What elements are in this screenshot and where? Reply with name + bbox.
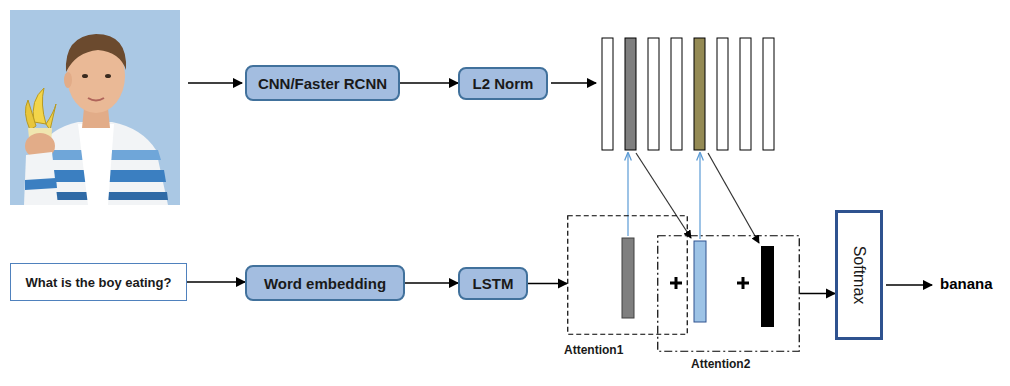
flow-arrow	[187, 281, 245, 283]
box-label: Softmax	[850, 246, 868, 305]
box-label: LSTM	[473, 275, 514, 292]
attended-vector	[761, 246, 774, 327]
feature-arrow	[551, 82, 596, 84]
group-label: Attention1	[564, 343, 623, 357]
attention-group: Attention2	[657, 235, 800, 352]
output-arrow	[886, 284, 932, 286]
group-label: Attention2	[691, 357, 750, 371]
process-box: Word embedding	[245, 265, 405, 301]
process-box: L2 Norm	[458, 67, 548, 100]
query-arrow	[699, 153, 700, 239]
process-box: CNN/Faster RCNN	[245, 65, 400, 101]
query-arrow	[627, 153, 628, 236]
attended-vector	[694, 241, 706, 322]
boy-photo	[10, 10, 180, 205]
flow-arrow	[400, 82, 458, 84]
attention-group: Attention1	[567, 215, 688, 335]
process-box: LSTM	[458, 267, 528, 300]
flow-arrow	[528, 283, 567, 285]
question-vector	[622, 238, 634, 318]
group-outline	[567, 215, 688, 335]
question-box: What is the boy eating?	[10, 263, 187, 301]
glimpse-arrow	[708, 153, 759, 243]
flow-arrow	[800, 293, 835, 295]
softmax-box: Softmax	[835, 210, 883, 340]
box-label: Word embedding	[264, 275, 386, 292]
group-outline	[657, 235, 800, 352]
feature-vectors	[602, 38, 774, 150]
glimpse-arrow	[636, 153, 691, 238]
answer-text: banana	[940, 275, 993, 292]
box-label: What is the boy eating?	[26, 275, 172, 290]
input-arrow	[188, 82, 242, 84]
box-label: L2 Norm	[473, 75, 534, 92]
plus-symbol	[670, 277, 749, 289]
box-label: CNN/Faster RCNN	[258, 75, 387, 92]
flow-arrow	[405, 282, 458, 284]
